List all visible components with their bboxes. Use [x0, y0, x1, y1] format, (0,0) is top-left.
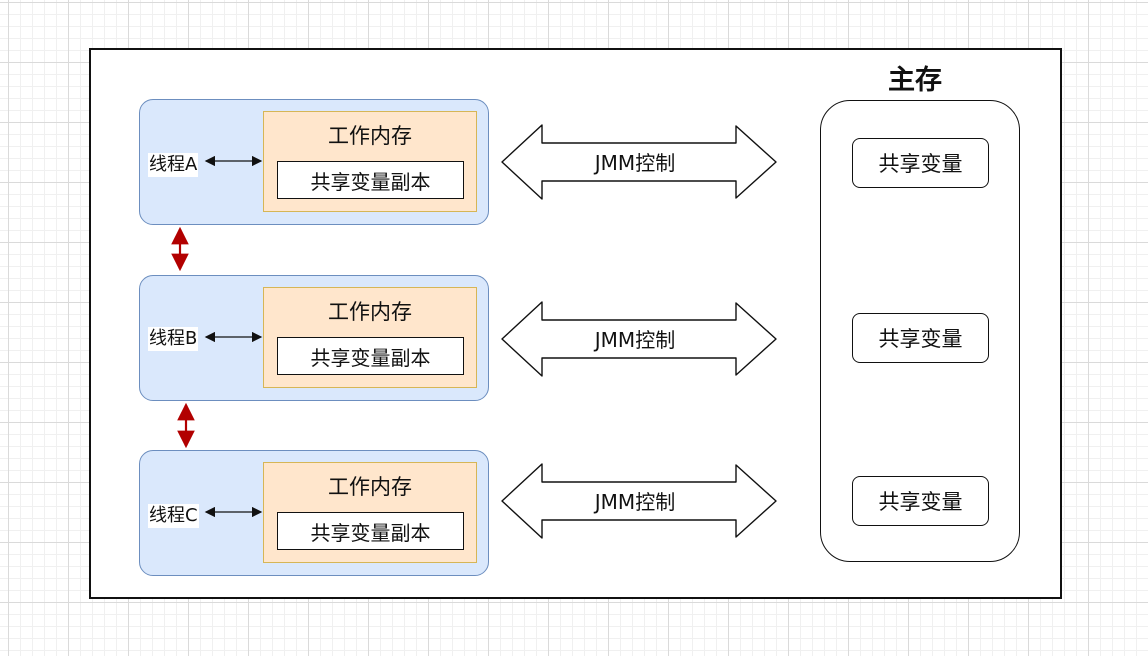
jmm-double-arrow-c — [501, 463, 777, 539]
jmm-control-label-b: JMM控制 — [594, 328, 676, 352]
shared-variable-box: 共享变量 — [852, 313, 989, 363]
work-memory-box-c: 工作内存 共享变量副本 — [263, 462, 477, 563]
work-memory-label: 工作内存 — [328, 300, 412, 324]
thread-label-a: 线程A — [148, 153, 199, 177]
work-memory-label: 工作内存 — [328, 475, 412, 499]
work-memory-box-a: 工作内存 共享变量副本 — [263, 111, 477, 212]
shared-variable-copy-box: 共享变量副本 — [277, 161, 464, 199]
thread-label-b: 线程B — [148, 327, 199, 351]
jmm-control-label-a: JMM控制 — [594, 151, 676, 175]
shared-variable-copy-box: 共享变量副本 — [277, 512, 464, 550]
shared-variable-copy-box: 共享变量副本 — [277, 337, 464, 375]
shared-variable-box: 共享变量 — [852, 138, 989, 188]
shared-variable-box: 共享变量 — [852, 476, 989, 526]
main-memory-title: 主存 — [888, 65, 942, 96]
jmm-control-label-c: JMM控制 — [594, 490, 676, 514]
jmm-double-arrow-a — [501, 124, 777, 200]
thread-label-c: 线程C — [148, 504, 199, 528]
jmm-double-arrow-b — [501, 301, 777, 377]
work-memory-box-b: 工作内存 共享变量副本 — [263, 287, 477, 388]
work-memory-label: 工作内存 — [328, 124, 412, 148]
